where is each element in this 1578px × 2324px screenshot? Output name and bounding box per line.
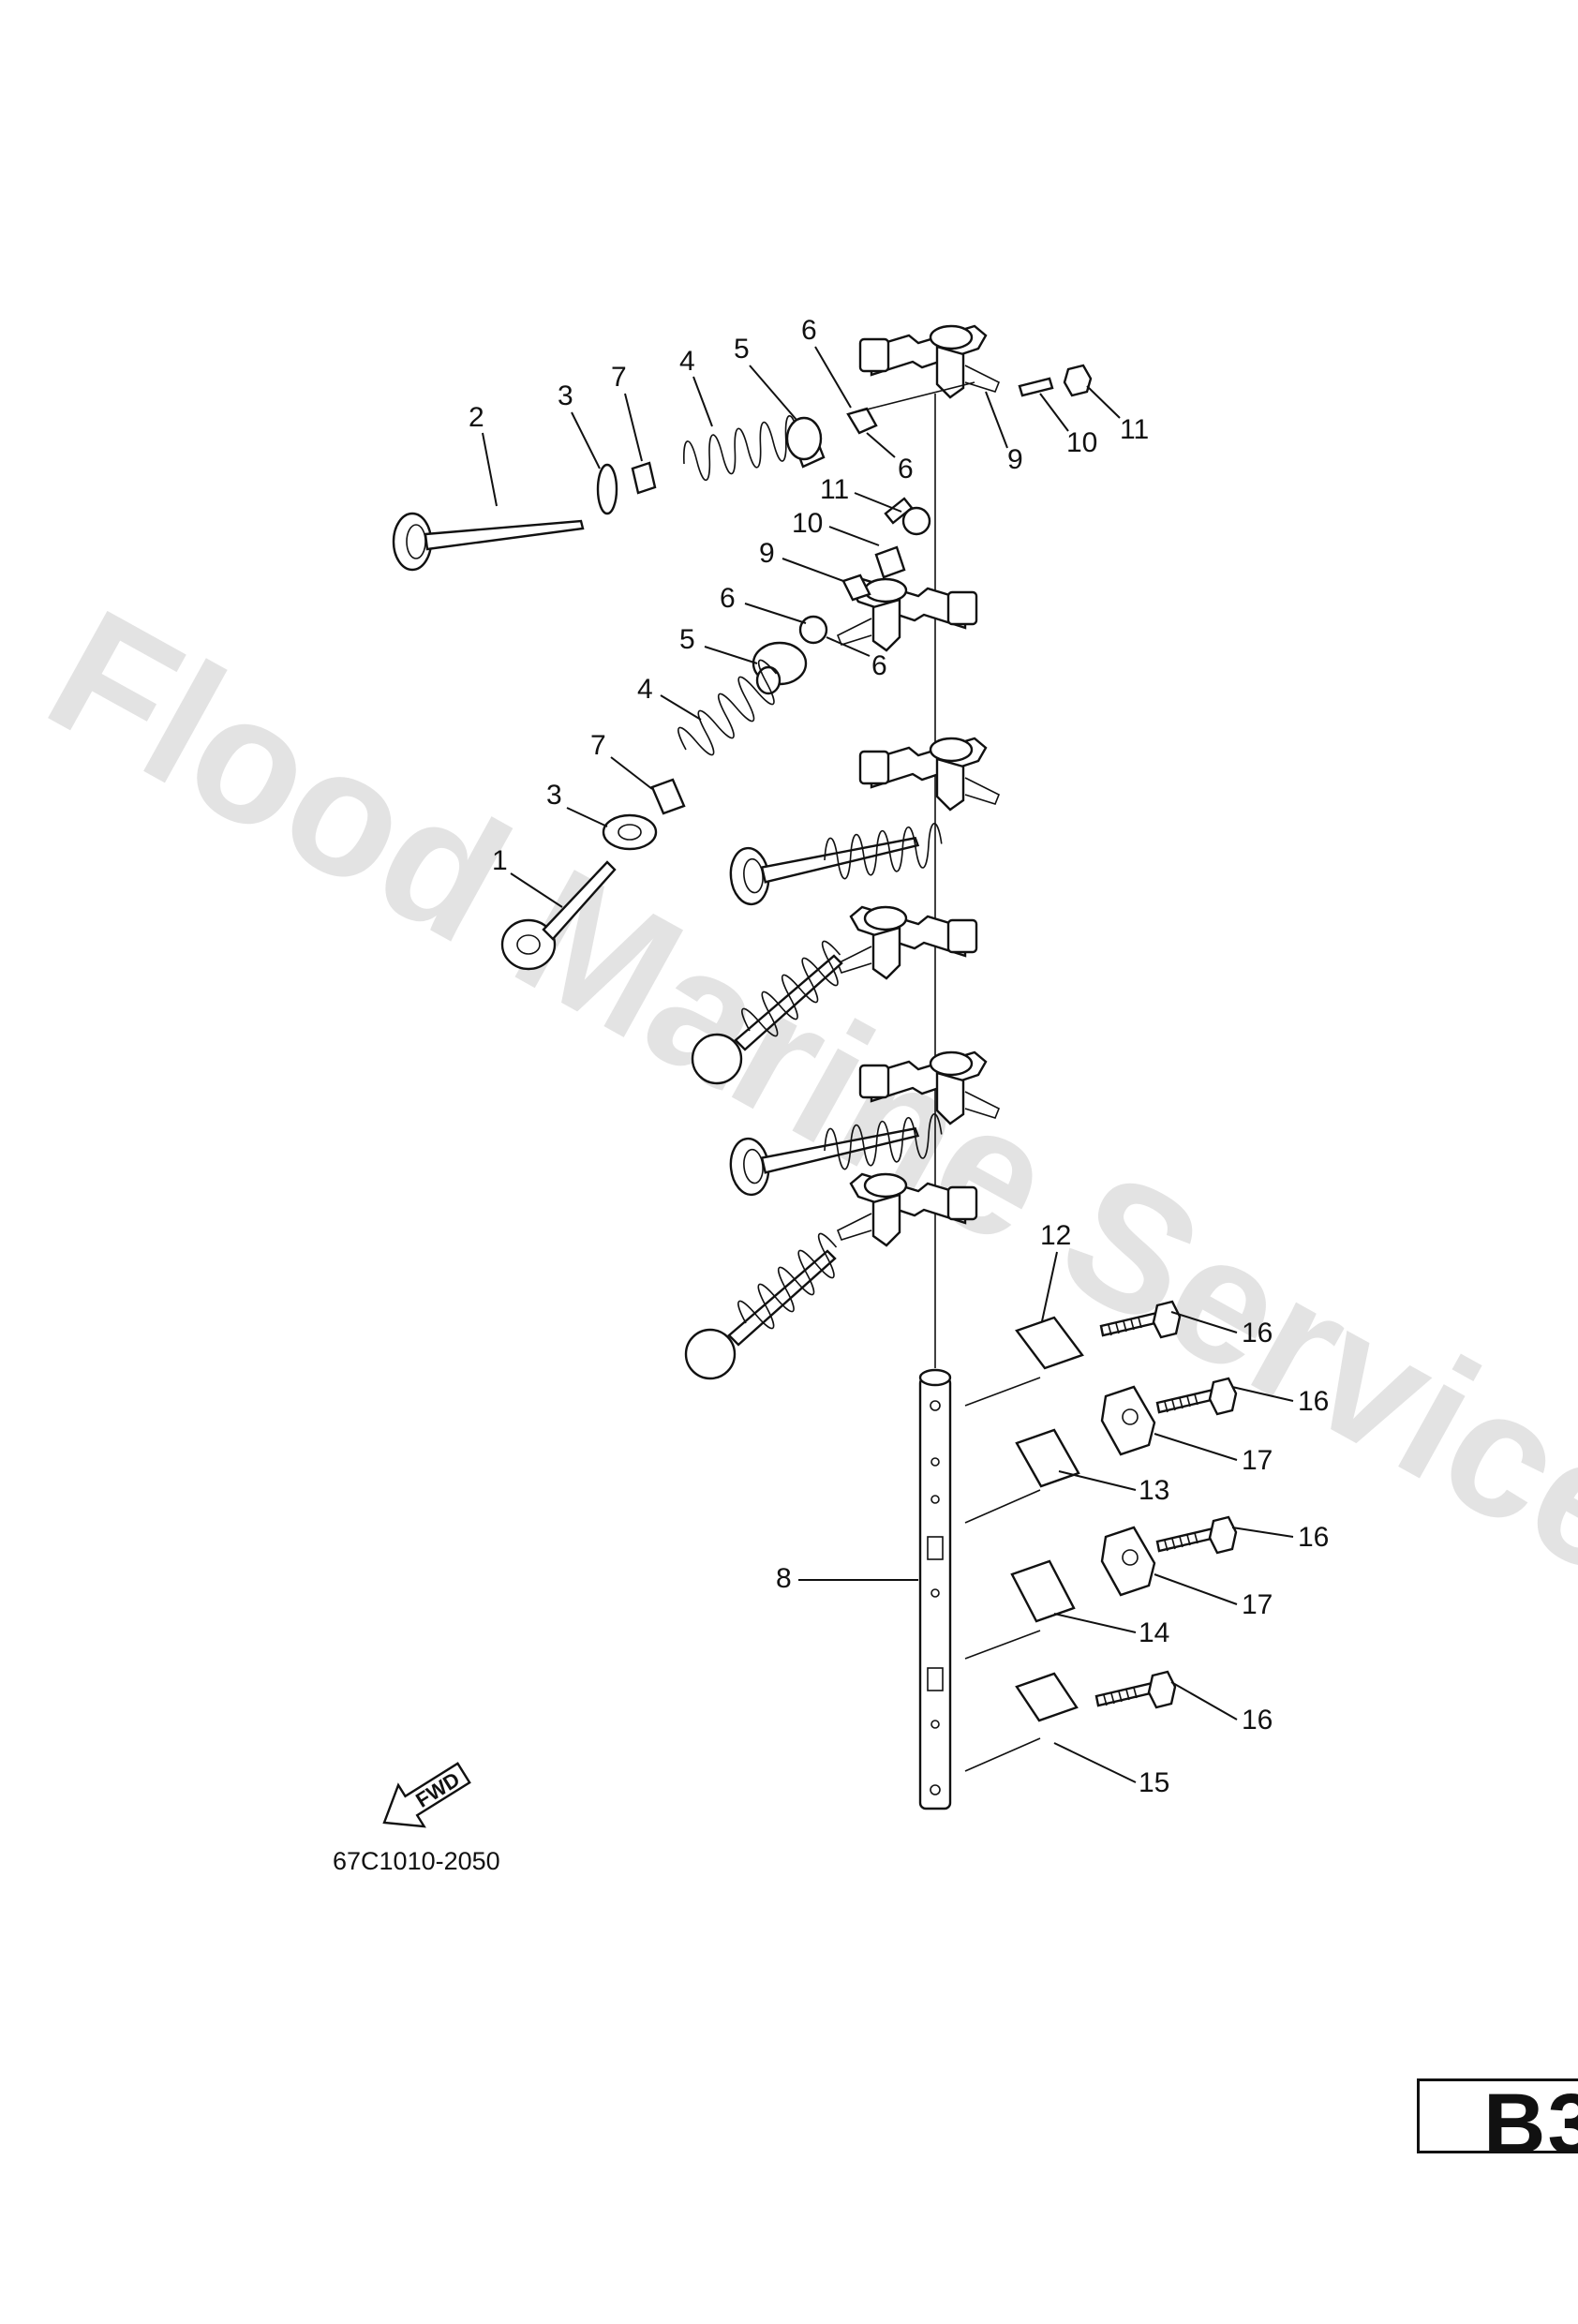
callout-6: 6 <box>871 650 887 681</box>
callout-12: 12 <box>1040 1220 1071 1251</box>
callout-6: 6 <box>720 583 736 614</box>
callout-9: 9 <box>1007 444 1023 475</box>
callouts: 2 3 7 4 5 6 6 9 10 11 11 10 9 6 6 5 4 7 <box>469 315 1329 1798</box>
callout-16: 16 <box>1242 1705 1273 1736</box>
watermark-text: Flood Marine Services <box>19 572 1578 1661</box>
bolts-and-plates <box>1094 1300 1238 1709</box>
callout-11: 11 <box>820 474 849 505</box>
diagram-code: 67C1010-2050 <box>333 1847 500 1875</box>
callout-5: 5 <box>734 334 750 365</box>
top-valve-set <box>392 324 1093 572</box>
callout-4: 4 <box>637 674 653 705</box>
callout-6: 6 <box>898 454 914 484</box>
callout-8: 8 <box>776 1563 792 1594</box>
callout-14: 14 <box>1139 1617 1169 1648</box>
callout-3: 3 <box>546 780 562 811</box>
callout-10: 10 <box>1066 427 1097 458</box>
callout-11: 11 <box>1120 414 1149 445</box>
page-badge-label: B3 <box>1483 2078 1578 2153</box>
callout-6: 6 <box>801 315 817 346</box>
callout-9: 9 <box>759 538 775 569</box>
callout-7: 7 <box>611 362 627 393</box>
valve-set-6 <box>684 1172 978 1380</box>
callout-13: 13 <box>1139 1475 1169 1506</box>
valve-set-4 <box>691 905 978 1085</box>
callout-17: 17 <box>1242 1445 1273 1476</box>
callout-7: 7 <box>590 730 606 761</box>
callout-10: 10 <box>792 508 823 539</box>
callout-15: 15 <box>1139 1767 1169 1798</box>
callout-1: 1 <box>492 845 508 876</box>
callout-4: 4 <box>679 346 695 377</box>
shaft-brackets <box>964 1316 1084 1772</box>
fwd-arrow-icon: FWD <box>382 1762 471 1828</box>
second-valve-set <box>500 497 978 971</box>
callout-3: 3 <box>558 380 573 411</box>
page-badge: B3 <box>1417 2078 1578 2153</box>
valve-set-3 <box>726 737 1001 908</box>
rocker-shaft <box>918 1368 952 1810</box>
callout-2: 2 <box>469 402 484 433</box>
callout-16: 16 <box>1298 1386 1329 1417</box>
callout-16: 16 <box>1242 1318 1273 1348</box>
callout-5: 5 <box>679 624 695 655</box>
callout-16: 16 <box>1298 1522 1329 1553</box>
callout-17: 17 <box>1242 1589 1273 1620</box>
